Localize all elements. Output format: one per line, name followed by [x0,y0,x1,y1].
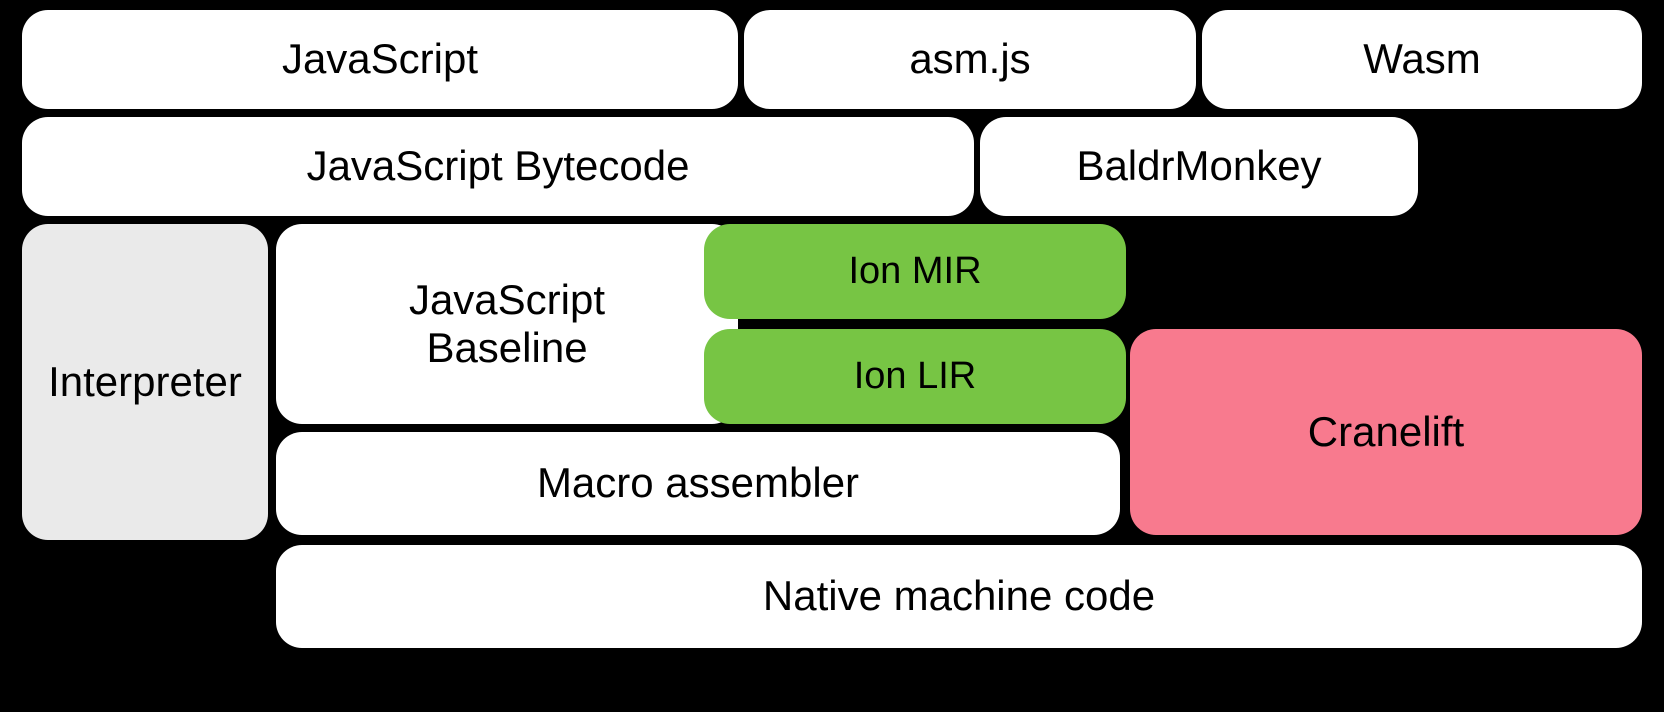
node-label-javascript: JavaScript [281,35,479,83]
node-label-cranelift: Cranelift [1307,407,1465,455]
node-cranelift[interactable]: Cranelift [1130,329,1642,535]
node-ion-mir[interactable]: Ion MIR [704,224,1126,319]
node-label-interpreter: Interpreter [48,357,242,405]
node-label-baldrmonkey: BaldrMonkey [1076,142,1322,190]
node-label-wasm: Wasm [1363,35,1481,83]
node-label-asm-js: asm.js [909,35,1031,83]
node-ion-lir[interactable]: Ion LIR [704,329,1126,424]
node-macro-assembler[interactable]: Macro assembler [276,432,1120,535]
node-baldrmonkey[interactable]: BaldrMonkey [980,117,1418,216]
node-javascript-baseline[interactable]: JavaScript Baseline [276,224,738,424]
node-label-ion-lir: Ion LIR [853,354,977,397]
node-javascript[interactable]: JavaScript [22,10,738,109]
node-label-javascript-bytecode: JavaScript Bytecode [306,142,690,190]
node-label-javascript-baseline: JavaScript Baseline [408,275,606,371]
node-javascript-bytecode[interactable]: JavaScript Bytecode [22,117,974,216]
node-wasm[interactable]: Wasm [1202,10,1642,109]
node-label-ion-mir: Ion MIR [848,249,982,292]
node-label-macro-assembler: Macro assembler [536,459,860,507]
node-label-native-machine-code: Native machine code [762,572,1156,620]
node-native-machine-code[interactable]: Native machine code [276,545,1642,648]
node-asm-js[interactable]: asm.js [744,10,1196,109]
node-interpreter[interactable]: Interpreter [22,224,268,540]
